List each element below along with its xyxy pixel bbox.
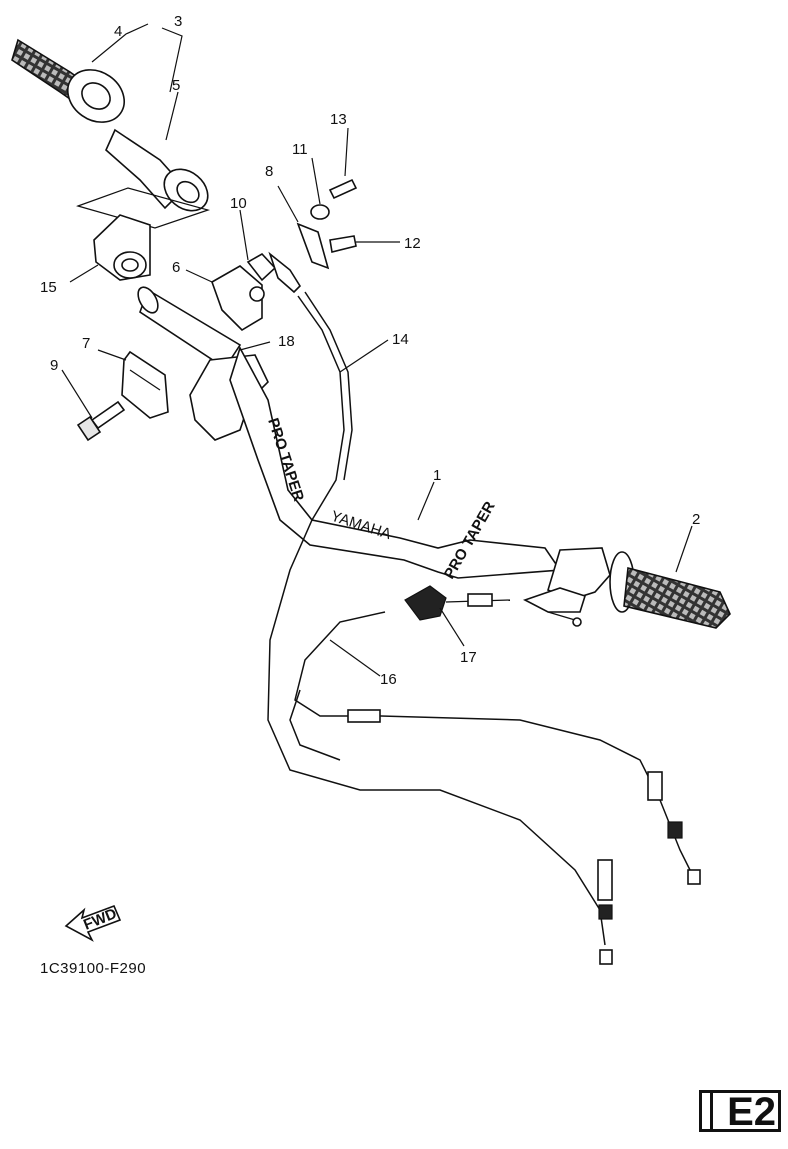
callout-15: 15 [40,279,57,296]
throttle-cable [267,291,613,965]
callout-5: 5 [172,77,180,94]
callout-8: 8 [265,163,273,180]
callout-12: 12 [404,235,421,252]
clamp-piece [121,350,169,419]
left-bracket [211,265,265,332]
clutch-cable [289,611,701,885]
cable-adjuster [404,585,511,621]
throttle-tube [105,128,209,212]
diagram-code: 1C39100-F290 [40,960,147,977]
callout-14: 14 [392,331,409,348]
callout-13: 13 [330,111,347,128]
callout-4: 4 [114,23,122,40]
page-badge: E2 [699,1090,781,1132]
callout-16: 16 [380,671,397,688]
handlebar: YAMAHA PRO TAPER PRO TAPER [229,345,562,582]
callout-7: 7 [82,335,90,352]
callout-18: 18 [278,333,295,350]
right-grip [609,551,731,629]
right-lever-assembly [522,547,611,627]
fwd-arrow-icon: FWD [64,904,122,942]
left-grip [11,38,125,123]
small-parts [246,178,358,294]
callout-3: 3 [174,13,182,30]
bolt-9 [76,400,126,442]
throttle-housing [76,187,211,281]
callout-2: 2 [692,511,700,528]
callout-11: 11 [292,141,308,158]
callout-numbers: 1 2 3 4 5 6 7 8 9 10 11 12 13 14 15 16 1… [40,13,700,688]
fwd-arrow-label: FWD [81,905,119,934]
callout-9: 9 [50,357,58,374]
callout-6: 6 [172,259,180,276]
callout-10: 10 [230,195,247,212]
callout-17: 17 [460,649,477,666]
callout-lines [61,23,693,677]
callout-1: 1 [433,467,441,484]
